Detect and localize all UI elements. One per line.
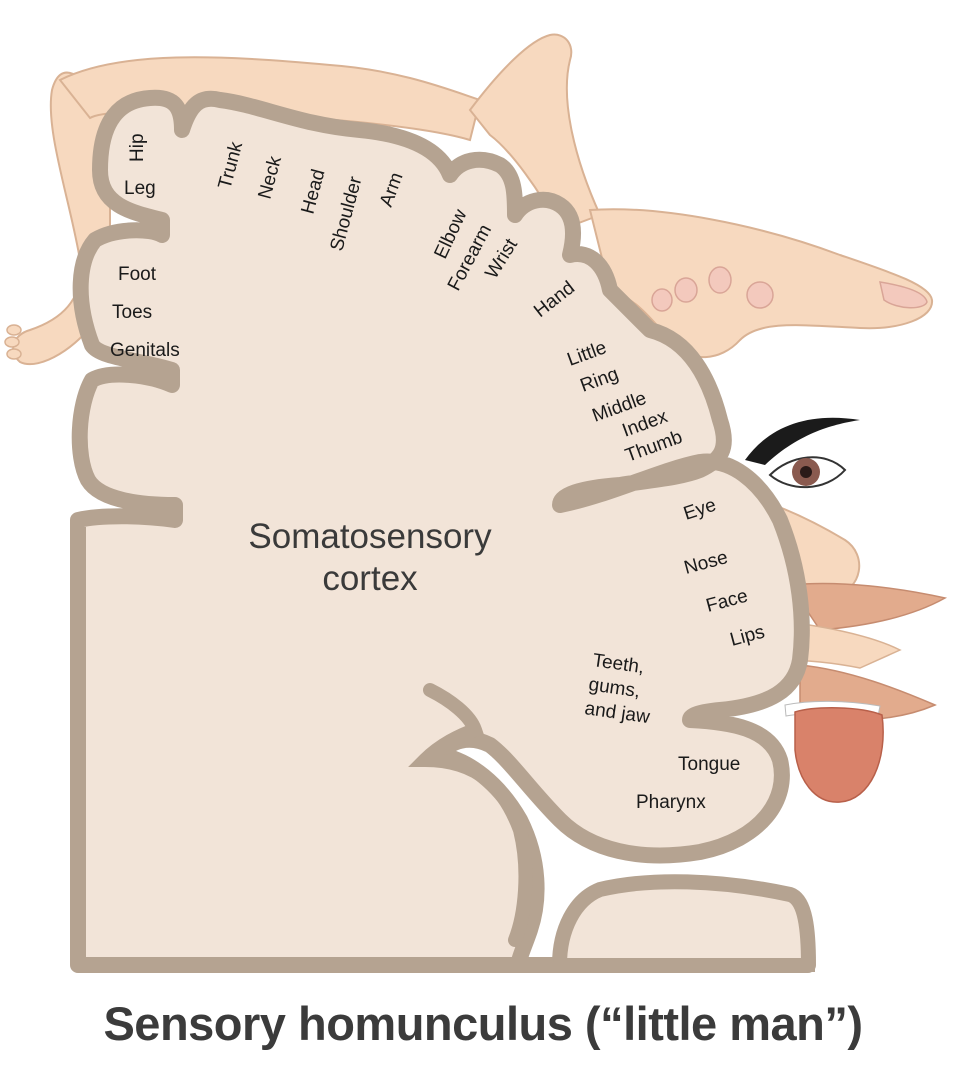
cortex-label-line2: cortex: [322, 559, 418, 598]
label-pharynx: Pharynx: [636, 792, 706, 813]
homunculus-diagram: Somatosensory cortex Hip Leg Trunk Neck …: [4, 33, 948, 973]
arm-illustration: [468, 33, 602, 232]
caption-title: Sensory homunculus (“little man”): [103, 997, 863, 1050]
eyebrow-illustration: [745, 417, 860, 465]
upper-lip-illustration: [788, 582, 948, 631]
cortex-label-line1: Somatosensory: [248, 517, 492, 556]
tongue-illustration: [794, 707, 884, 803]
label-leg: Leg: [124, 178, 156, 199]
label-genitals: Genitals: [110, 340, 180, 361]
lower-lobe-region: [552, 875, 816, 972]
label-toes: Toes: [112, 302, 152, 323]
toes-illustration: [4, 324, 22, 360]
fingernails-illustration: [651, 266, 928, 312]
label-tongue: Tongue: [678, 754, 740, 775]
label-hip: Hip: [127, 133, 148, 162]
sulcus: [408, 683, 533, 947]
label-foot: Foot: [118, 264, 157, 285]
